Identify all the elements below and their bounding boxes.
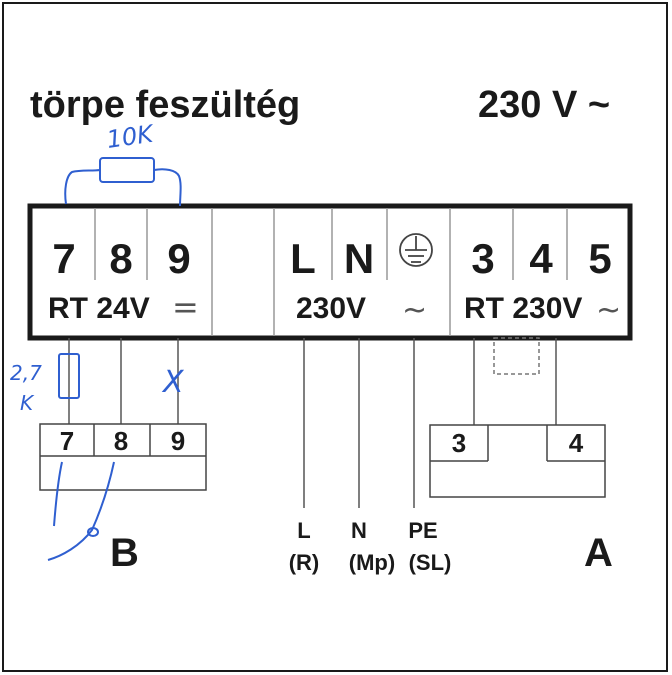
wire-sub-l: (R) — [289, 550, 320, 575]
annotation-2-7: 2,7 — [10, 361, 42, 385]
block-b-terminal-9: 9 — [171, 426, 185, 456]
title-mains-voltage: 230 V ~ — [478, 84, 610, 126]
terminal-block-a: 3 4 — [429, 424, 606, 498]
protective-earth-icon — [399, 233, 433, 267]
annotation-10k: 10K — [105, 119, 157, 153]
label-rt-24v: RT 24V — [48, 292, 150, 325]
title-low-voltage: törpe feszültég — [30, 84, 300, 126]
wire-junction-icon — [87, 527, 99, 537]
resistor-2-7k-icon — [58, 353, 80, 399]
wire-sub-pe: (SL) — [409, 550, 452, 575]
terminal-block-b: 7 8 9 — [39, 423, 207, 491]
handwritten-annotations: 10K 2,7 K X — [10, 119, 185, 561]
main-block-border — [27, 203, 633, 341]
terminal-n: N — [344, 235, 374, 282]
resistor-10k-wire-left — [64, 169, 101, 205]
block-b-label: B — [110, 531, 139, 575]
wire-label-n: N — [351, 518, 367, 543]
terminal-9: 9 — [167, 235, 190, 282]
label-230v: 230V — [296, 292, 366, 325]
dc-symbol: = — [172, 288, 199, 326]
ac-symbol: ~ — [402, 293, 427, 328]
wires — [68, 338, 557, 508]
terminal-7: 7 — [52, 235, 75, 282]
terminal-5: 5 — [588, 235, 611, 282]
block-b-terminal-7: 7 — [60, 426, 74, 456]
terminal-4: 4 — [529, 235, 553, 282]
resistor-10k-icon — [99, 157, 155, 183]
terminal-8: 8 — [109, 235, 132, 282]
handwritten-wire-8 — [47, 461, 115, 561]
block-b-terminal-8: 8 — [114, 426, 128, 456]
block-a-terminal-3: 3 — [452, 428, 466, 458]
resistor-10k-wire-right — [153, 168, 182, 207]
handwritten-wire-7 — [53, 461, 63, 527]
dashed-bridge — [493, 337, 540, 375]
wire-label-pe: PE — [408, 518, 437, 543]
block-b-border — [39, 423, 207, 491]
main-terminal-block: 7 8 9 L N 3 4 5 RT 24V = 230V ~ RT 230V … — [27, 203, 633, 341]
block-a-terminal-4: 4 — [569, 428, 584, 458]
terminal-l: L — [290, 235, 316, 282]
label-rt-230v: RT 230V — [464, 292, 582, 325]
cross-mark: X — [161, 365, 185, 400]
terminal-3: 3 — [471, 235, 494, 282]
block-a-label: A — [584, 531, 613, 575]
ac-symbol-rt: ~ — [596, 293, 621, 328]
wire-label-l: L — [297, 518, 310, 543]
wire-sub-n: (Mp) — [349, 550, 395, 575]
annotation-k: K — [20, 391, 35, 415]
